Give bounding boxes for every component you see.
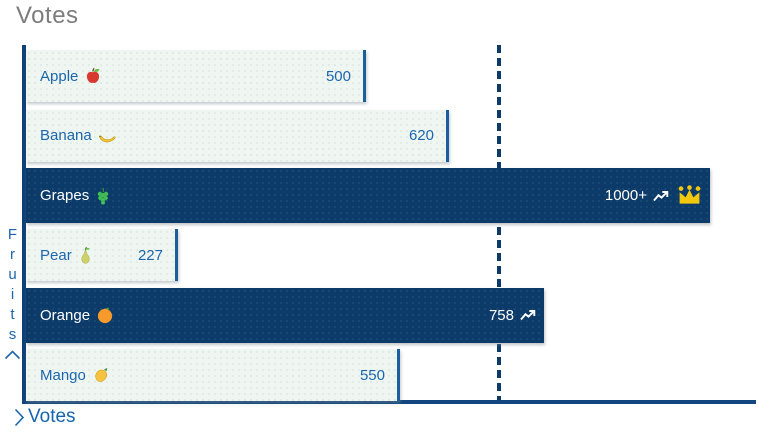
crown-icon: [677, 185, 702, 206]
y-axis-title: Fruits: [4, 226, 21, 346]
bar-apple[interactable]: Apple 500: [26, 50, 366, 102]
bar-value-label: 758: [488, 306, 514, 324]
bar-grapes[interactable]: Grapes 1000+: [26, 168, 710, 224]
x-axis-line: [22, 400, 756, 404]
bar-pear[interactable]: Pear 227: [26, 229, 178, 282]
trend-up-icon: [653, 190, 669, 202]
bar-category-label: Pear: [40, 246, 93, 264]
bar-value-label: 620: [408, 127, 434, 145]
chevron-up-icon[interactable]: [4, 350, 21, 360]
bar-mango[interactable]: Mango 550: [26, 349, 400, 401]
x-axis-title-group: Votes: [14, 406, 76, 428]
bar-value-label: 227: [137, 246, 163, 264]
bar-category-label: Mango: [40, 366, 110, 384]
pear-icon: [78, 246, 93, 264]
bar-banana[interactable]: Banana 620: [26, 109, 449, 162]
bar-category-label: Apple: [40, 67, 102, 85]
apple-icon: [84, 67, 102, 85]
orange-icon: [96, 306, 114, 324]
bar-category-label: Banana: [40, 127, 117, 145]
bar-category-label: Orange: [40, 306, 114, 324]
bar-category-label: Grapes: [40, 187, 111, 205]
trend-up-icon: [520, 309, 536, 321]
y-axis-line: [22, 45, 26, 404]
banana-icon: [98, 127, 117, 145]
grapes-icon: [95, 187, 111, 205]
chevron-right-icon[interactable]: [14, 408, 25, 427]
bar-value-label: 1000+: [604, 187, 647, 205]
mango-icon: [92, 366, 110, 384]
x-axis-title: Votes: [28, 406, 76, 427]
chart-title: Votes: [16, 2, 79, 29]
bar-value-label: 500: [325, 67, 351, 85]
y-axis-title-group: Fruits: [2, 226, 22, 360]
bar-orange[interactable]: Orange 758: [26, 287, 544, 343]
bar-value-label: 550: [359, 366, 385, 384]
